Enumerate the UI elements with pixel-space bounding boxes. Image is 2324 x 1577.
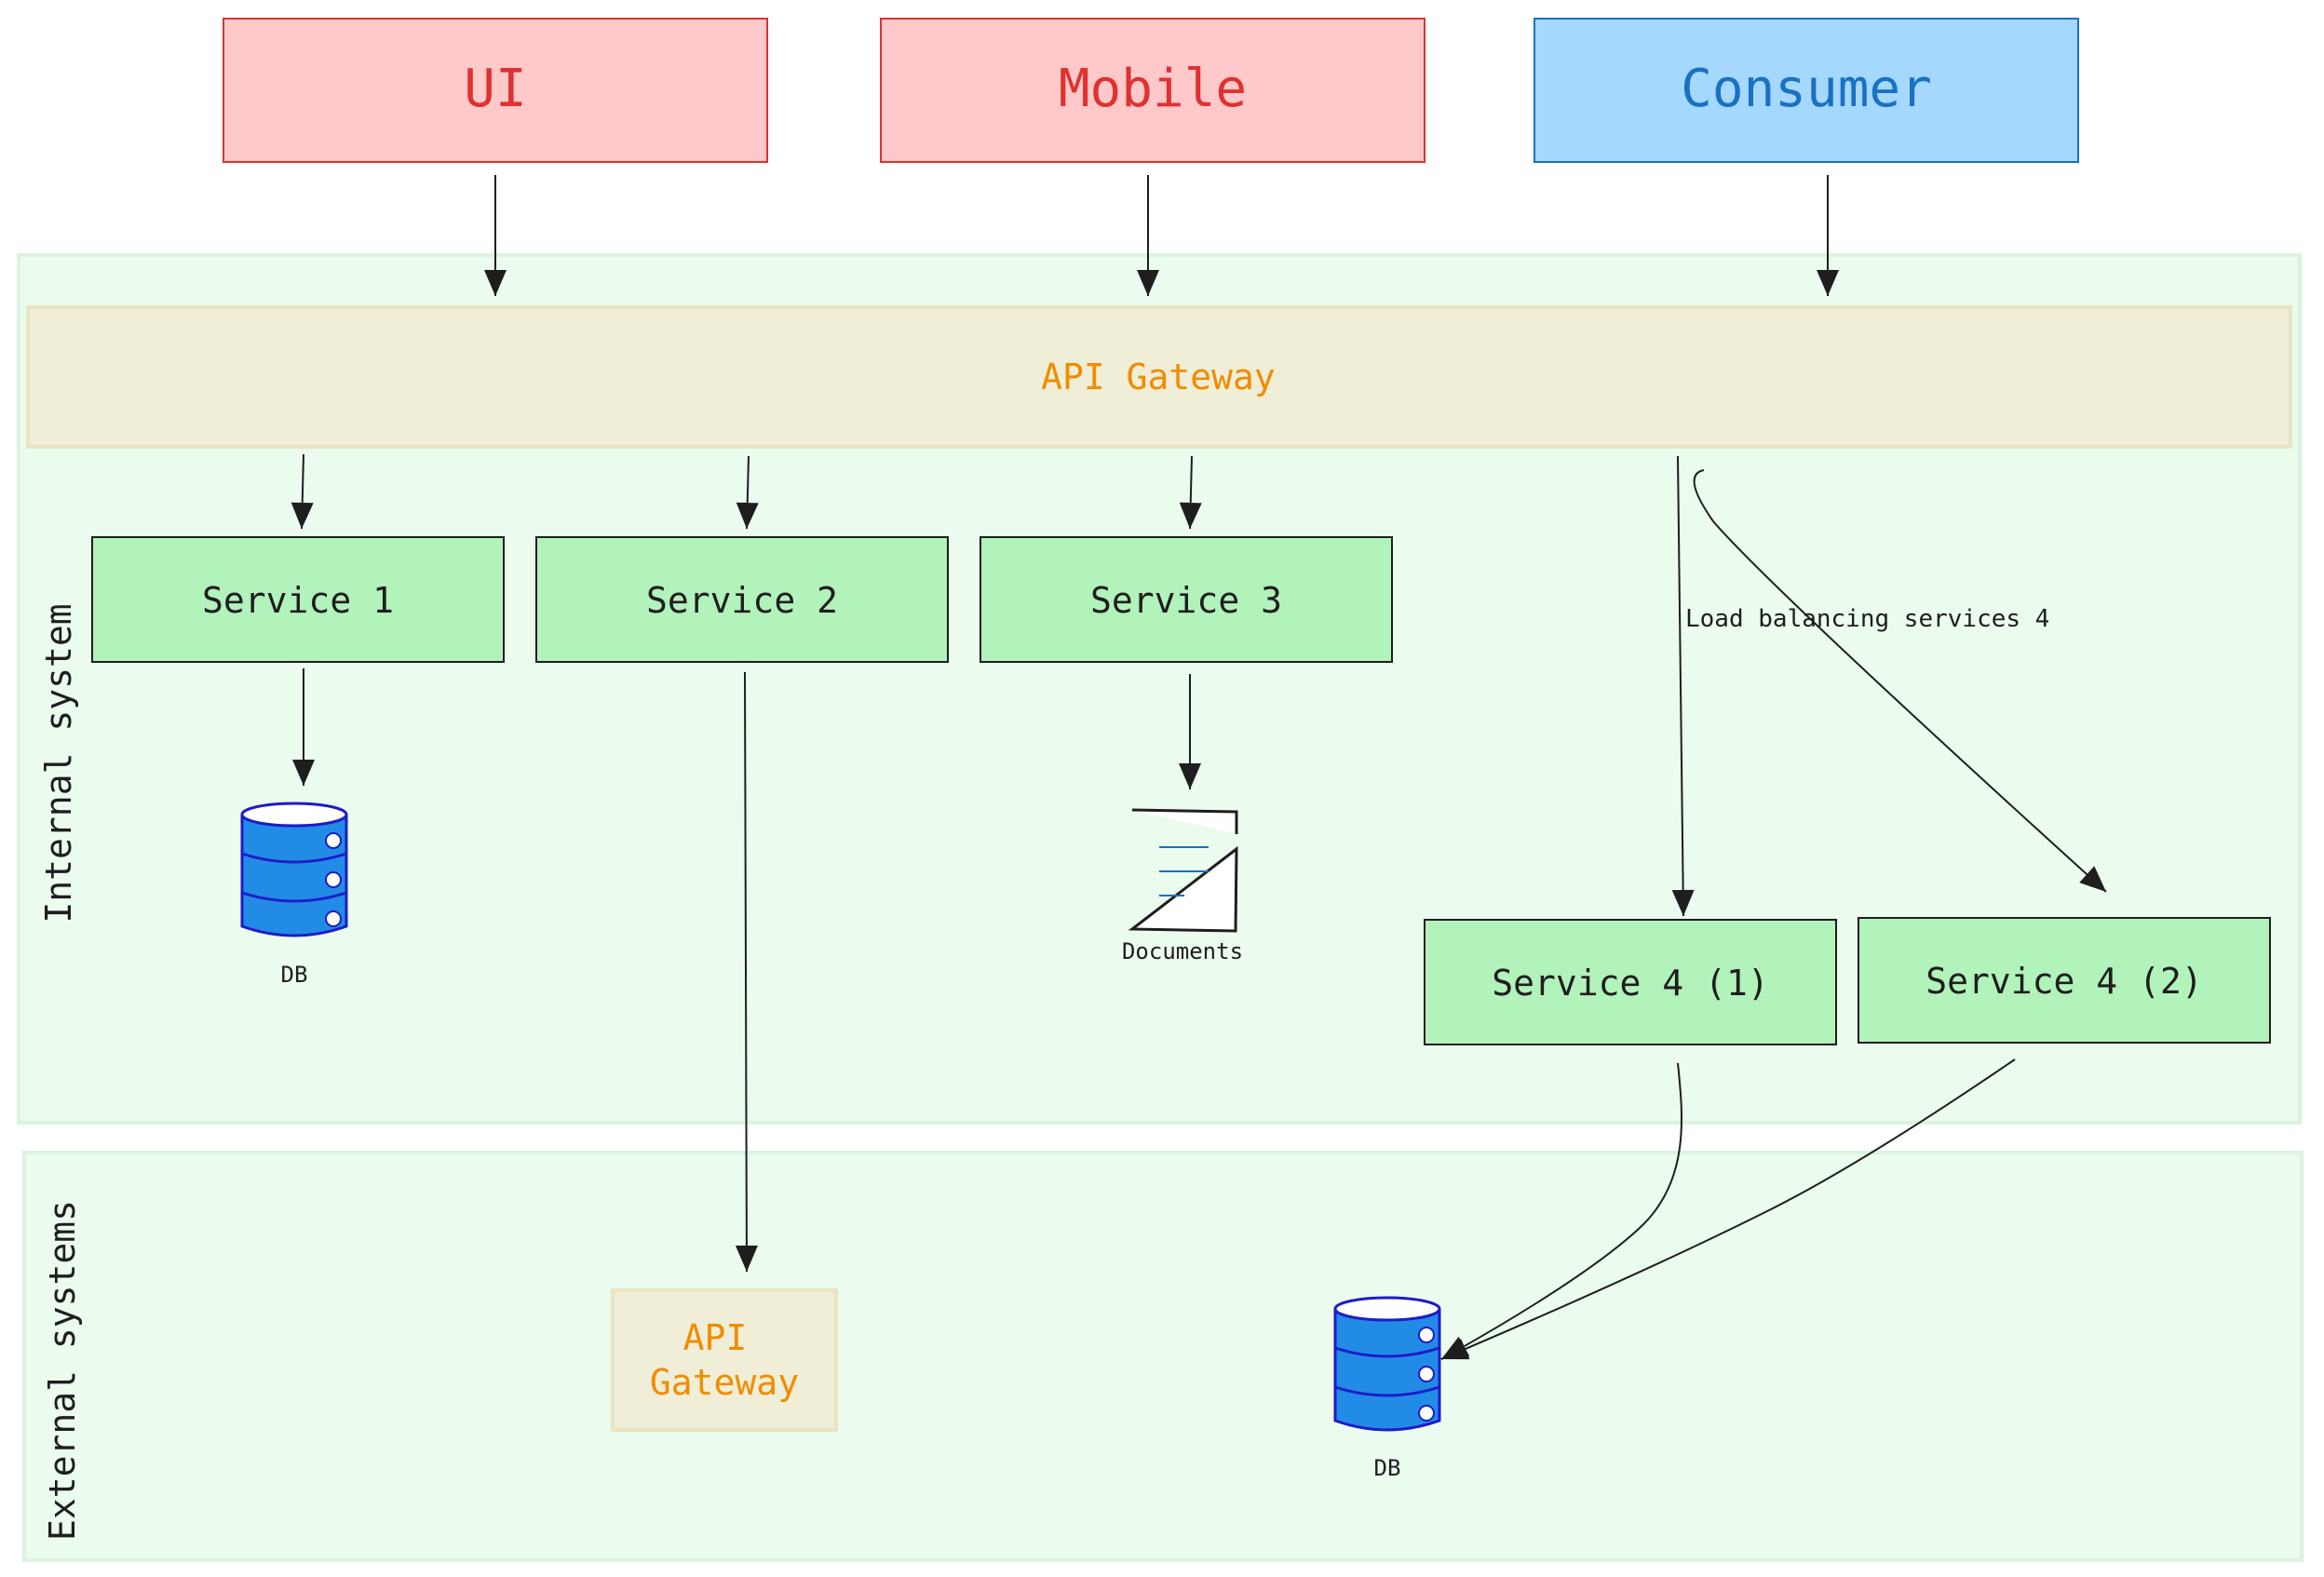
api-gateway-external-label-line2: Gateway <box>650 1362 799 1403</box>
arrow-service-4-1-to-external-db <box>1440 1062 1682 1360</box>
service-3-box: Service 3 <box>980 536 1393 663</box>
external-db-icon <box>1333 1296 1441 1439</box>
service-3-label: Service 3 <box>1090 580 1282 621</box>
documents-icon <box>1128 808 1238 933</box>
arrow-gateway-to-service-2 <box>736 455 759 530</box>
client-consumer-label: Consumer <box>1681 59 1932 119</box>
arrow-gateway-to-service-4-2 <box>1693 469 2107 893</box>
documents-label: Documents <box>1122 938 1243 964</box>
service-2-label: Service 2 <box>646 580 838 621</box>
internal-db-label: DB <box>281 962 308 988</box>
load-balancing-label: Load balancing services 4 <box>1685 605 2049 633</box>
external-db-label: DB <box>1374 1455 1401 1481</box>
service-1-box: Service 1 <box>91 536 505 663</box>
arrow-gateway-to-service-4-1 <box>1671 455 1695 917</box>
client-mobile-box: Mobile <box>880 18 1425 163</box>
api-gateway-external-label-line1: API <box>683 1317 748 1358</box>
service-4-1-box: Service 4 (1) <box>1424 919 1837 1045</box>
service-1-label: Service 1 <box>202 580 394 621</box>
service-2-box: Service 2 <box>535 536 949 663</box>
external-systems-label: External systems <box>42 1200 83 1541</box>
arrow-gateway-to-service-3 <box>1179 455 1202 530</box>
client-ui-label: UI <box>464 59 526 119</box>
arrow-service-2-to-external-gateway <box>735 671 758 1273</box>
external-systems-container <box>22 1151 2304 1562</box>
api-gateway-internal: API Gateway <box>26 305 2292 449</box>
arrow-gateway-to-service-1 <box>290 453 314 530</box>
internal-system-label: Internal system <box>38 603 79 923</box>
service-4-2-label: Service 4 (2) <box>1925 961 2202 1002</box>
service-4-1-label: Service 4 (1) <box>1492 963 1768 1004</box>
client-ui-box: UI <box>223 18 768 163</box>
api-gateway-internal-label: API Gateway <box>1041 357 1276 398</box>
client-mobile-label: Mobile <box>1059 59 1247 119</box>
client-consumer-box: Consumer <box>1534 18 2079 163</box>
internal-db-icon <box>240 802 348 945</box>
service-4-2-box: Service 4 (2) <box>1858 917 2271 1044</box>
arrow-service-4-2-to-external-db <box>1440 1058 2016 1360</box>
api-gateway-external: API Gateway <box>611 1288 838 1432</box>
